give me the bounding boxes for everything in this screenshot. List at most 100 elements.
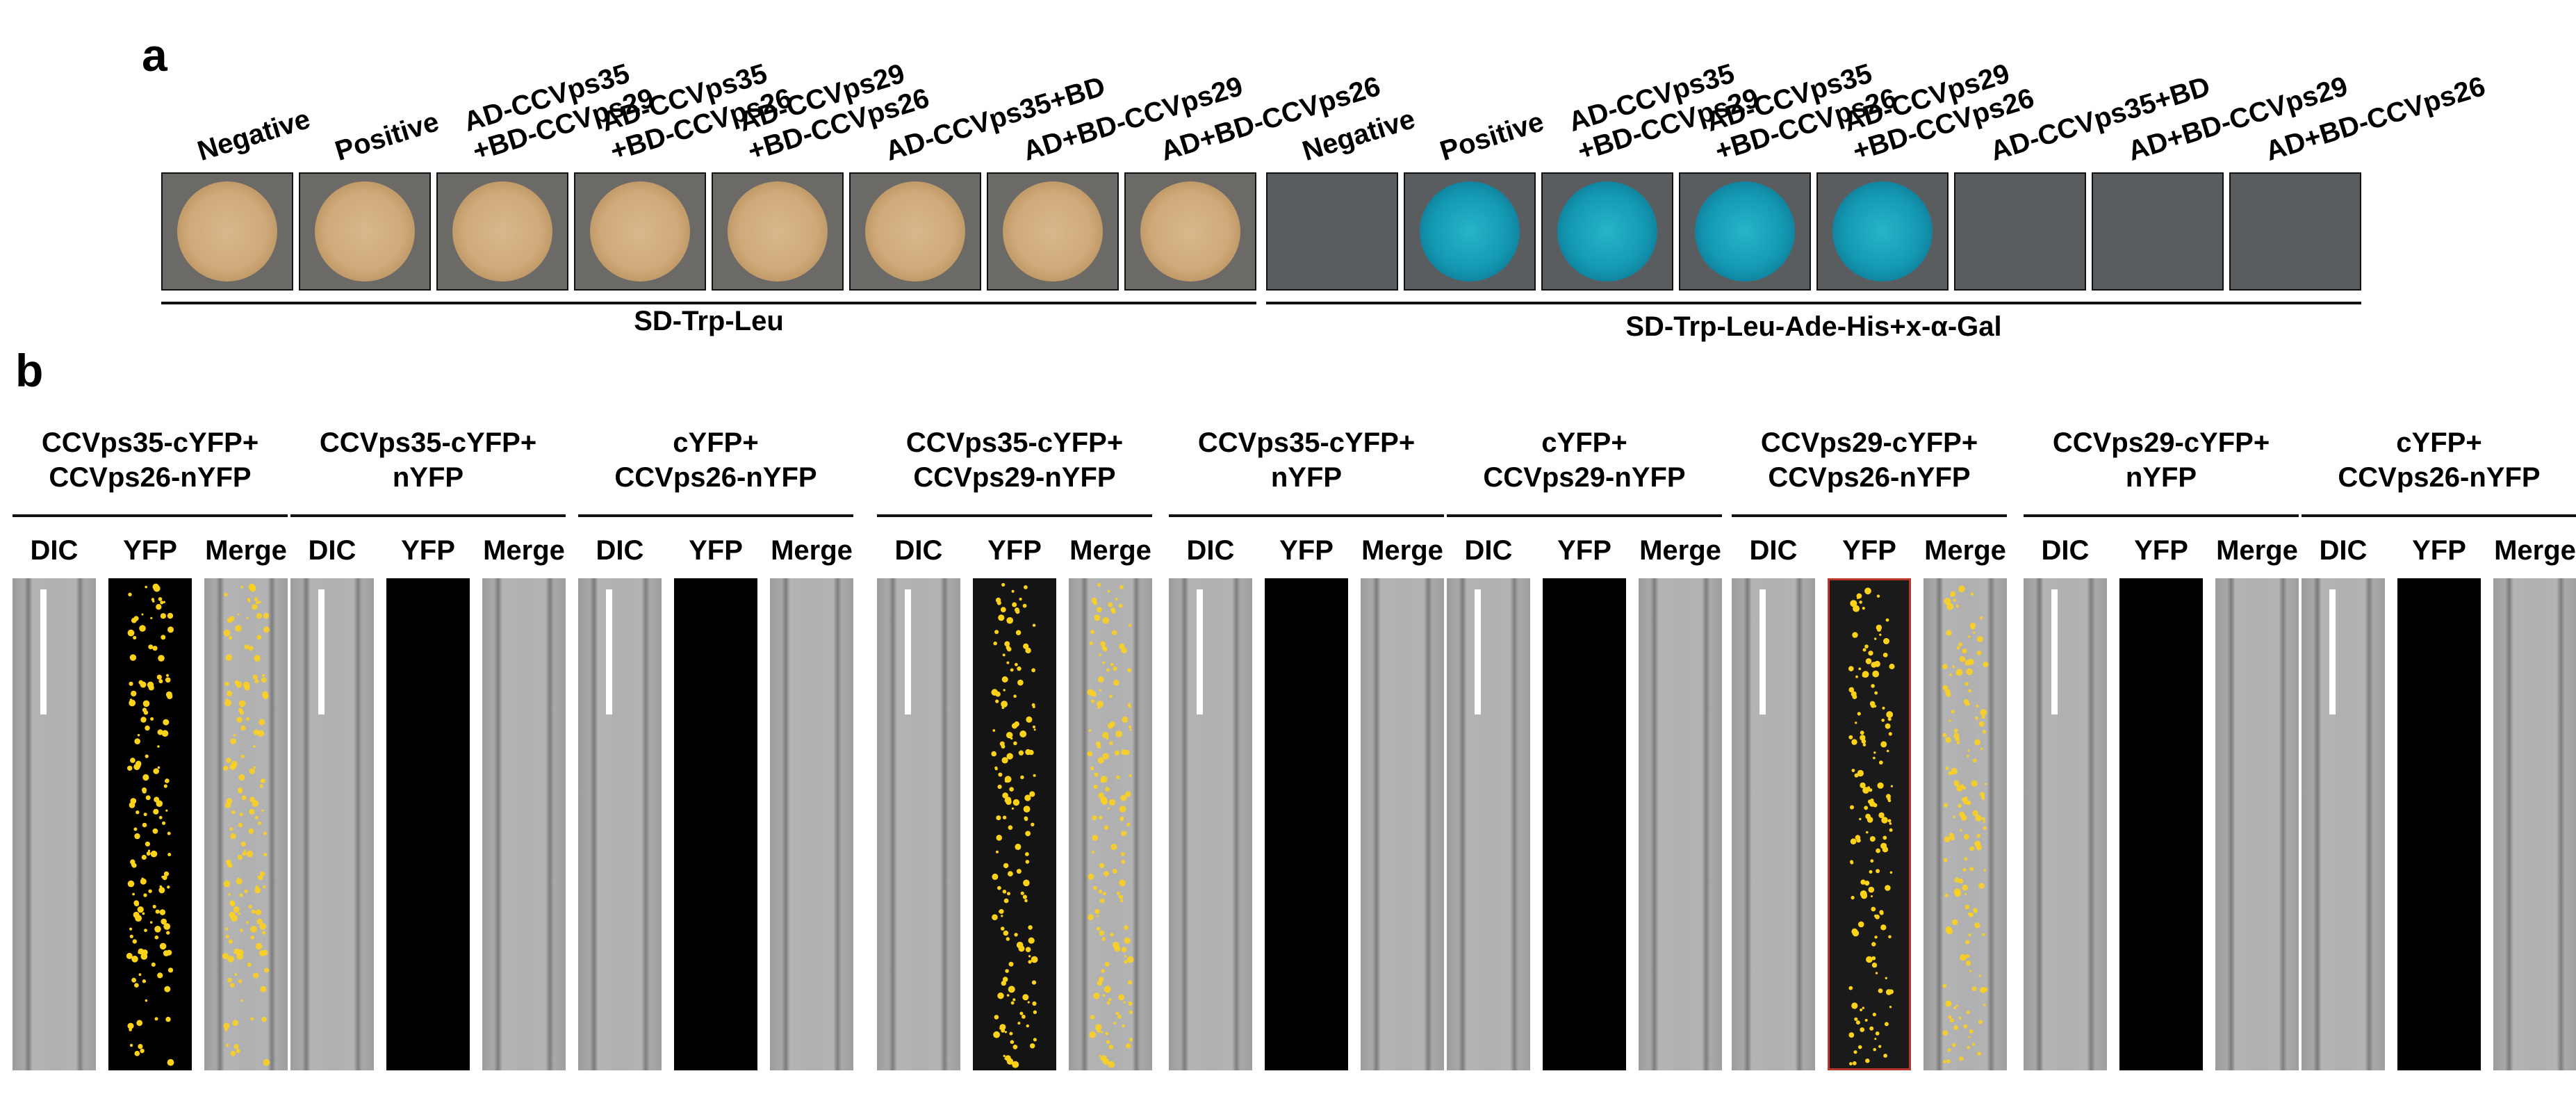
- yfp-punctum: [1871, 906, 1876, 912]
- yfp-punctum: [1017, 666, 1022, 671]
- yfp-punctum: [137, 734, 140, 737]
- yfp-punctum: [1956, 785, 1963, 792]
- yfp-punctum: [247, 962, 252, 967]
- yfp-punctum: [1949, 1018, 1954, 1023]
- yfp-punctum: [256, 918, 263, 925]
- yfp-punctum: [225, 927, 229, 931]
- yfp-punctum: [259, 784, 263, 788]
- yfp-fluorescence-signal: [126, 583, 174, 1066]
- yfp-punctum: [156, 674, 162, 680]
- yfp-punctum: [995, 597, 1001, 603]
- yfp-punctum: [1088, 729, 1092, 732]
- yfp-punctum: [1006, 661, 1010, 664]
- yfp-punctum: [1960, 954, 1967, 961]
- yfp-punctum: [1871, 962, 1878, 968]
- yfp-punctum: [254, 655, 261, 662]
- yfp-punctum: [235, 625, 242, 632]
- yfp-punctum: [254, 815, 259, 819]
- yfp-punctum: [1881, 817, 1888, 824]
- yfp-punctum: [131, 956, 138, 963]
- bifc-group-underline: [877, 514, 1152, 517]
- yfp-punctum: [1024, 585, 1028, 589]
- yfp-punctum: [1121, 947, 1127, 952]
- yfp-punctum: [1946, 630, 1952, 636]
- yfp-punctum: [163, 923, 171, 930]
- yfp-punctum: [1012, 998, 1016, 1002]
- bifc-group-title-line: cYFP+: [673, 427, 759, 458]
- scale-bar: [40, 589, 47, 715]
- yfp-punctum: [134, 1050, 140, 1056]
- yfp-punctum: [1031, 980, 1037, 985]
- yfp-punctum: [248, 904, 252, 908]
- yfp-punctum: [1093, 885, 1097, 890]
- yfp-punctum: [1962, 867, 1967, 872]
- dic-image: [1447, 578, 1530, 1070]
- yfp-punctum: [234, 973, 238, 977]
- yfp-punctum: [260, 986, 267, 993]
- yfp-punctum: [1110, 662, 1114, 667]
- yfp-punctum: [1888, 935, 1892, 939]
- yfp-punctum: [129, 934, 133, 938]
- yfp-punctum: [127, 629, 135, 637]
- yfp-punctum: [1869, 701, 1876, 707]
- yfp-punctum: [1963, 799, 1969, 805]
- yfp-punctum: [152, 904, 156, 908]
- yfp-punctum: [237, 613, 240, 616]
- yfp-punctum: [1108, 602, 1113, 607]
- yfp-punctum: [138, 948, 145, 955]
- yfp-punctum: [243, 681, 250, 688]
- yfp-punctum: [1864, 644, 1869, 648]
- yfp-punctum: [1104, 986, 1111, 993]
- scale-bar: [1759, 589, 1766, 715]
- yfp-punctum: [248, 828, 254, 834]
- merge-image: [1069, 578, 1152, 1070]
- bifc-group-title: CCVps29-cYFP+CCVps26-nYFP: [1718, 425, 2021, 495]
- yfp-punctum: [1019, 730, 1027, 737]
- yfp-punctum: [1025, 831, 1031, 837]
- yeast-colony: [1695, 181, 1795, 281]
- yfp-punctum: [1951, 595, 1953, 597]
- yfp-punctum: [147, 849, 151, 852]
- yfp-punctum: [133, 635, 137, 640]
- yeast-plate: [1541, 172, 1673, 291]
- yfp-punctum: [131, 977, 136, 983]
- yfp-punctum: [1118, 994, 1125, 1001]
- yfp-punctum: [1946, 1059, 1951, 1063]
- yfp-punctum: [993, 1031, 1000, 1038]
- yfp-punctum: [254, 597, 259, 601]
- medium-underline: [1266, 302, 2361, 304]
- yfp-punctum: [156, 800, 163, 807]
- yfp-punctum: [1026, 716, 1033, 723]
- yfp-punctum: [1097, 676, 1104, 683]
- yfp-punctum: [1001, 701, 1008, 708]
- yfp-punctum: [158, 679, 163, 684]
- yfp-punctum: [1855, 1020, 1860, 1025]
- yfp-punctum: [1887, 717, 1892, 721]
- yfp-punctum: [1964, 660, 1971, 666]
- yfp-punctum: [994, 693, 997, 695]
- yfp-punctum: [153, 585, 161, 592]
- yfp-punctum: [160, 613, 166, 619]
- yfp-image: [674, 578, 757, 1070]
- yfp-punctum: [129, 1028, 132, 1031]
- yfp-punctum: [1013, 694, 1017, 698]
- yfp-punctum: [1880, 741, 1887, 748]
- yfp-punctum: [1889, 871, 1893, 874]
- yfp-punctum: [154, 935, 159, 940]
- yfp-punctum: [261, 778, 265, 783]
- yfp-punctum: [1860, 1009, 1863, 1011]
- yfp-punctum: [252, 800, 259, 807]
- yfp-punctum: [1094, 772, 1099, 777]
- yfp-punctum: [127, 1022, 134, 1029]
- yfp-punctum: [1028, 960, 1032, 964]
- bifc-group-title-line: CCVps29-nYFP: [913, 462, 1116, 493]
- yfp-punctum: [1969, 622, 1976, 629]
- yfp-punctum: [1107, 807, 1110, 810]
- yfp-punctum: [150, 850, 158, 858]
- yeast-colony: [865, 181, 965, 281]
- yfp-punctum: [1983, 987, 1987, 993]
- yfp-punctum: [1851, 769, 1855, 772]
- yeast-plate: [712, 172, 844, 291]
- yfp-punctum: [240, 725, 246, 731]
- yfp-punctum: [1966, 1011, 1970, 1015]
